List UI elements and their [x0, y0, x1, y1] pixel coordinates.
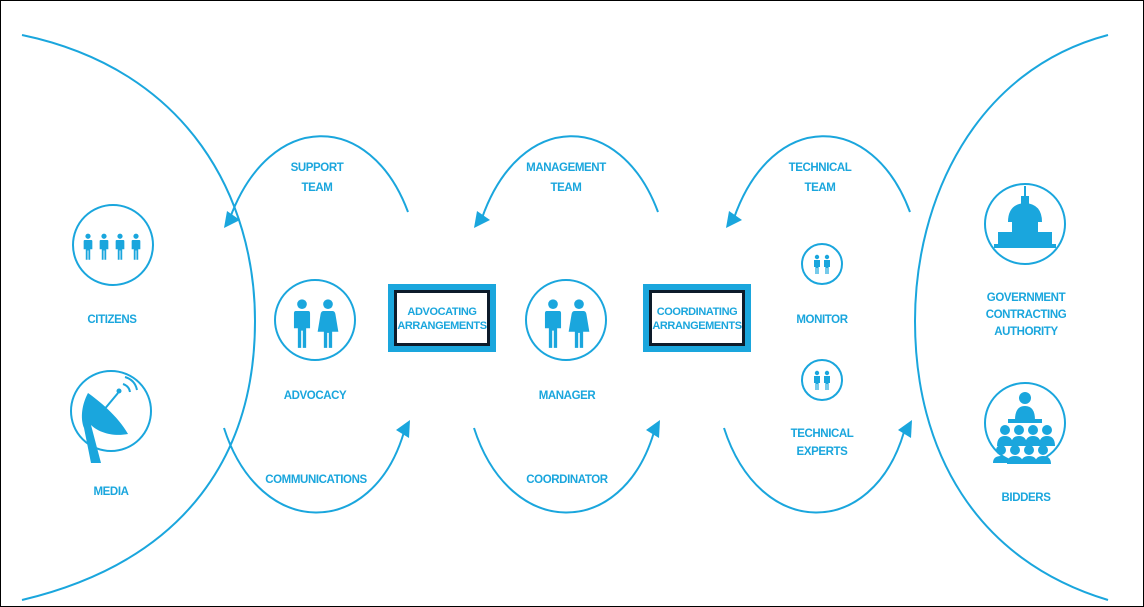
coordinator-arrowhead	[646, 420, 660, 438]
person-pair-icon	[544, 299, 590, 348]
communications-arc	[223, 427, 405, 514]
media-circle	[70, 370, 152, 452]
person-pair-icon	[814, 254, 830, 274]
people-group-icon	[83, 233, 141, 260]
satellite-dish-icon	[81, 376, 138, 463]
government-label-3: AUTHORITY	[994, 326, 1058, 338]
support-team-label-1: SUPPORT	[291, 162, 344, 174]
advocating-box-line1: ADVOCATING	[407, 306, 476, 318]
advocating-box-line2: ARRANGEMENTS	[397, 320, 486, 332]
technical-experts-circle	[801, 359, 843, 401]
citizens-circle	[72, 204, 154, 286]
management-team-label-1: MANAGEMENT	[526, 162, 606, 174]
advocacy-circle	[274, 279, 356, 361]
support-team-arrowhead	[224, 211, 240, 228]
capitol-building-icon	[994, 186, 1056, 248]
management-team-label-2: TEAM	[551, 182, 582, 194]
coordinating-arrangements-box: COORDINATING ARRANGEMENTS	[643, 284, 751, 352]
government-label-1: GOVERNMENT	[987, 292, 1066, 304]
technical-experts-label-1: TECHNICAL	[791, 428, 854, 440]
person-pair-icon	[814, 370, 830, 390]
coordinating-box-line1: COORDINATING	[657, 306, 738, 318]
bidders-label: BIDDERS	[1002, 492, 1052, 504]
bidders-audience-icon	[993, 392, 1055, 464]
support-team-arc	[229, 135, 409, 219]
manager-circle	[525, 279, 607, 361]
technical-team-label-2: TEAM	[805, 182, 836, 194]
technical-experts-arc	[723, 427, 905, 514]
monitor-circle	[801, 243, 843, 285]
government-circle	[984, 183, 1066, 265]
support-team-label-2: TEAM	[302, 182, 333, 194]
communications-label: COMMUNICATIONS	[265, 474, 367, 486]
technical-team-label-1: TECHNICAL	[789, 162, 852, 174]
management-team-arrowhead	[474, 211, 490, 228]
left-big-arc	[21, 34, 257, 601]
technical-team-arrowhead	[726, 211, 742, 228]
media-label: MEDIA	[93, 486, 128, 498]
government-label-2: CONTRACTING	[986, 309, 1067, 321]
advocating-arrangements-box: ADVOCATING ARRANGEMENTS	[388, 284, 496, 352]
coordinator-arc	[473, 427, 655, 514]
advocacy-label: ADVOCACY	[284, 390, 347, 402]
citizens-label: CITIZENS	[87, 314, 137, 326]
coordinating-box-line2: ARRANGEMENTS	[652, 320, 741, 332]
technical-experts-arrowhead	[898, 420, 912, 438]
technical-experts-label-2: EXPERTS	[797, 446, 849, 458]
person-pair-icon	[293, 299, 339, 348]
manager-label: MANAGER	[539, 390, 597, 402]
technical-team-arc	[733, 135, 911, 219]
coordinator-label: COORDINATOR	[526, 474, 609, 486]
right-big-arc	[913, 34, 1109, 601]
monitor-label: MONITOR	[796, 314, 848, 326]
communications-arrowhead	[396, 420, 410, 438]
management-team-arc	[481, 135, 659, 219]
